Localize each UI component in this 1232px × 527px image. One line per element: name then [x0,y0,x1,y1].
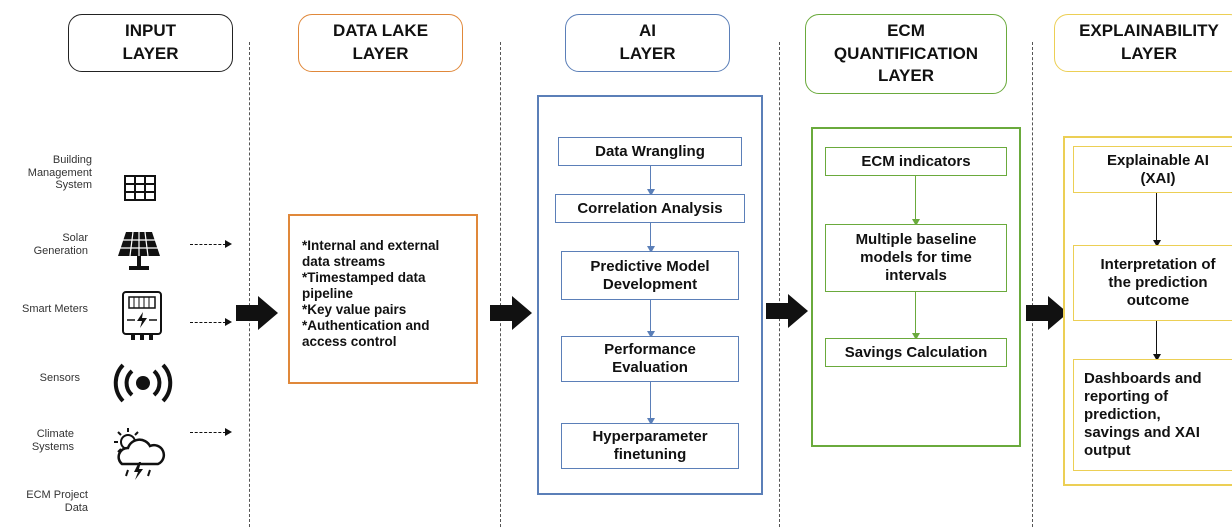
smart-meter-arrow [190,318,232,326]
lake-item-kv: *Key value pairs [302,301,407,317]
explainability-layer-header: EXPLAINABILITY LAYER [1054,14,1232,72]
xai-step-interpretation: Interpretation of the prediction outcome [1073,245,1232,321]
weather-storm-icon [108,426,170,484]
ecm-connector-2 [912,292,920,340]
ecm-step-baseline-models: Multiple baseline models for time interv… [825,224,1007,292]
input-layer-header: INPUT LAYER [68,14,233,72]
ecm-quantification-layer-header: ECM QUANTIFICATION LAYER [805,14,1007,94]
xai-connector-2 [1153,321,1161,361]
source-label-ecm-project: ECM Project Data [26,489,88,514]
sensor-broadcast-icon [112,362,174,404]
ai-connector-4 [647,382,655,425]
lake-item-timestamp: *Timestamped data pipeline [302,269,426,301]
divider-4 [1032,42,1033,527]
ai-step-correlation: Correlation Analysis [555,194,745,223]
xai-step-explainable-ai: Explainable AI (XAI) [1073,146,1232,193]
smart-meter-icon [121,290,163,342]
xai-step-dashboards: Dashboards and reporting of prediction, … [1073,359,1232,471]
ai-layer-header: AI LAYER [565,14,730,72]
ecm-step-indicators: ECM indicators [825,147,1007,176]
source-label-bms: Building Management System [27,154,92,192]
solar-arrow [190,240,232,248]
ai-step-performance: Performance Evaluation [561,336,739,382]
climate-arrow [190,428,232,436]
lake-item-streams: *Internal and external data streams [302,238,440,269]
grid-panel-icon [124,173,156,203]
source-label-sensors: Sensors [39,372,80,384]
ai-connector-3 [647,300,655,338]
ai-step-hyperparameter: Hyperparameter finetuning [561,423,739,469]
ai-step-predictive-model: Predictive Model Development [561,251,739,300]
divider-3 [779,42,780,527]
ecm-connector-1 [912,176,920,226]
ai-step-data-wrangling: Data Wrangling [558,137,742,166]
source-label-smart-meters: Smart Meters [21,303,88,315]
ai-connector-1 [647,166,655,196]
xai-connector-1 [1153,193,1161,247]
source-label-solar: Solar Generation [33,232,88,257]
source-label-climate: Climate Systems [31,428,74,453]
ecm-step-savings: Savings Calculation [825,338,1007,367]
ai-connector-2 [647,223,655,253]
data-lake-panel: *Internal and external data streams *Tim… [288,214,478,384]
divider-2 [500,42,501,527]
divider-1 [249,42,250,527]
lake-item-auth: *Authentication and access control [302,317,430,349]
solar-panel-icon [116,230,162,272]
data-lake-layer-header: DATA LAKE LAYER [298,14,463,72]
